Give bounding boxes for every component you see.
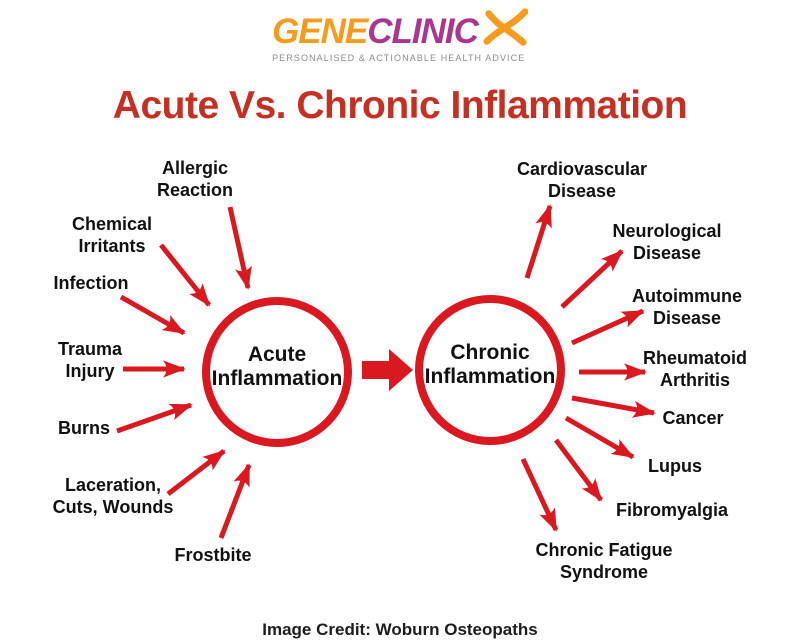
arrow-neurological-disease (560, 249, 624, 309)
arrow-autoimmune-disease (570, 308, 645, 346)
image-credit: Image Credit: Woburn Osteopaths (262, 620, 538, 639)
cause-frostbite: Frostbite (174, 545, 252, 566)
node-label-chronic: Chronic Inflammation (424, 340, 556, 388)
cause-burns: Burns (57, 418, 111, 439)
node-label-acute: Acute Inflammation (211, 342, 343, 390)
page-title: Acute Vs. Chronic Inflammation (112, 84, 688, 127)
cause-infection: Infection (53, 273, 129, 294)
arrow-burns (116, 402, 193, 434)
effect-autoimmune-disease: Autoimmune Disease (632, 286, 742, 328)
logo-wordmark: GENECLINIC (272, 8, 529, 51)
effect-fibromyalgia: Fibromyalgia (615, 500, 729, 521)
arrow-allergic-reaction (227, 206, 252, 290)
cause-chemical-irritants: Chemical Irritants (71, 214, 153, 256)
cause-trauma-injury: Trauma Injury (57, 339, 123, 381)
logo-x-icon (483, 8, 529, 46)
cause-laceration-cuts-wounds: Laceration, Cuts, Wounds (52, 475, 174, 517)
arrow-fibromyalgia (554, 438, 603, 502)
effect-rheumatoid-arthritis: Rheumatoid Arthritis (642, 348, 748, 390)
arrow-infection (119, 294, 186, 336)
arrow-frostbite (218, 463, 252, 539)
effect-lupus: Lupus (648, 456, 702, 477)
transition-block-arrow (362, 349, 413, 391)
cause-allergic-reaction: Allergic Reaction (156, 158, 234, 200)
logo: GENECLINIC PERSONALISED & ACTIONABLE HEA… (0, 8, 800, 66)
arrow-cancer (571, 395, 656, 418)
logo-tagline: PERSONALISED & ACTIONABLE HEALTH ADVICE (272, 53, 526, 63)
effect-cancer: Cancer (662, 408, 724, 429)
effect-chronic-fatigue-syndrome: Chronic Fatigue Syndrome (535, 540, 673, 582)
logo-gene-text: GENE (272, 12, 368, 51)
effect-cardiovascular-disease: Cardiovascular Disease (516, 159, 648, 201)
effect-neurological-disease: Neurological Disease (612, 221, 722, 263)
arrow-chemical-irritants (159, 243, 211, 307)
logo-clinic-text: CLINIC (367, 12, 479, 51)
arrow-laceration-cuts-wounds (166, 449, 226, 496)
arrow-chronic-fatigue-syndrome (520, 457, 559, 532)
arrow-lupus (564, 415, 635, 460)
arrow-cardiovascular-disease (524, 204, 553, 279)
chronic-circle (415, 295, 565, 445)
acute-circle (202, 297, 352, 447)
